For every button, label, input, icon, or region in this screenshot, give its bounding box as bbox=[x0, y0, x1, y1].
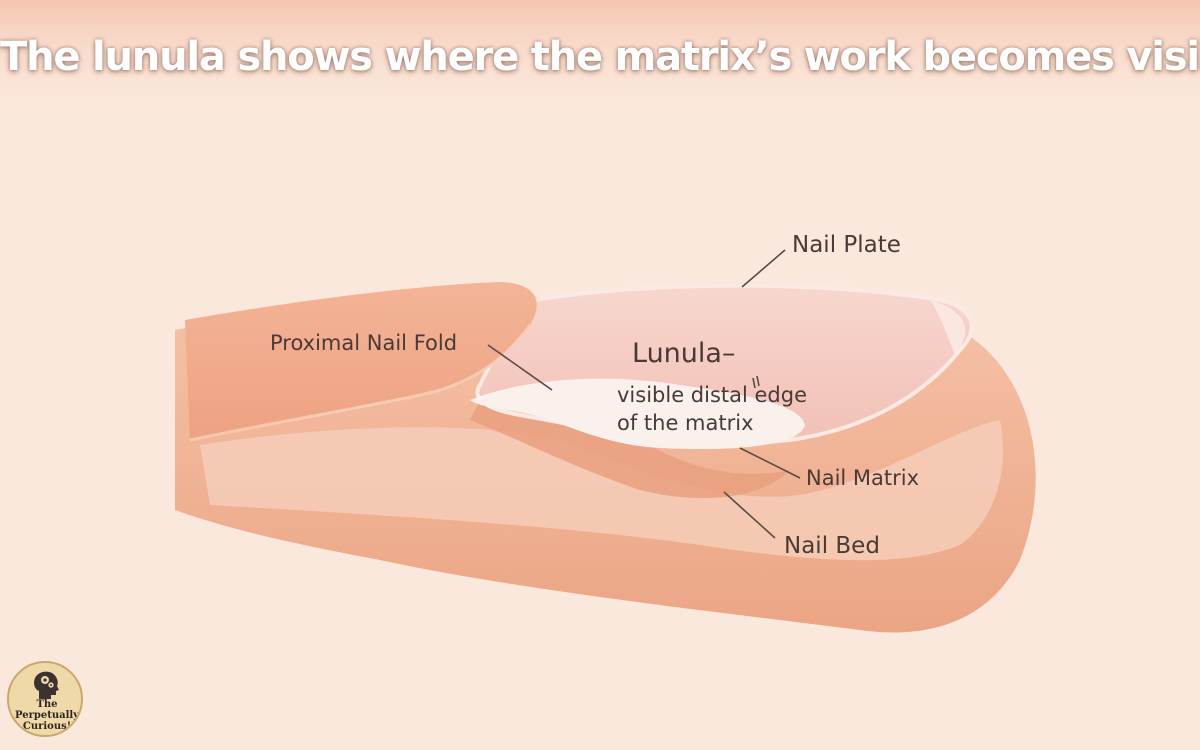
head-gears-icon bbox=[34, 671, 59, 699]
label-lunula-heading: Lunula– bbox=[632, 338, 735, 369]
lunula-tick-b bbox=[756, 375, 760, 387]
leader-lines bbox=[487, 249, 801, 539]
logo-text: The Perpetually Curious! bbox=[9, 699, 81, 732]
leader-proximal-nail-fold bbox=[487, 344, 553, 391]
lunula bbox=[470, 378, 805, 450]
logo-line2: Curious! bbox=[22, 721, 72, 732]
left-fade bbox=[0, 250, 420, 670]
label-nail-bed: Nail Bed bbox=[784, 533, 880, 559]
nail-plate-edge bbox=[930, 300, 966, 355]
lunula-tick-a bbox=[752, 377, 756, 389]
leader-nail-bed bbox=[723, 491, 776, 539]
label-proximal-nail-fold: Proximal Nail Fold bbox=[270, 331, 457, 355]
page-title: The lunula shows where the matrix’s work… bbox=[0, 34, 1200, 80]
label-lunula-line2: of the matrix bbox=[617, 411, 754, 435]
leader-nail-matrix bbox=[739, 447, 801, 479]
label-lunula-line1: visible distal edge bbox=[617, 383, 807, 407]
brand-logo: The Perpetually Curious! bbox=[7, 661, 83, 737]
label-nail-matrix: Nail Matrix bbox=[806, 466, 919, 490]
leader-nail-plate bbox=[741, 249, 786, 288]
label-nail-plate: Nail Plate bbox=[792, 232, 901, 258]
logo-line1: The Perpetually bbox=[14, 699, 79, 721]
title-band bbox=[0, 0, 1200, 125]
nail-matrix-region bbox=[470, 399, 790, 499]
